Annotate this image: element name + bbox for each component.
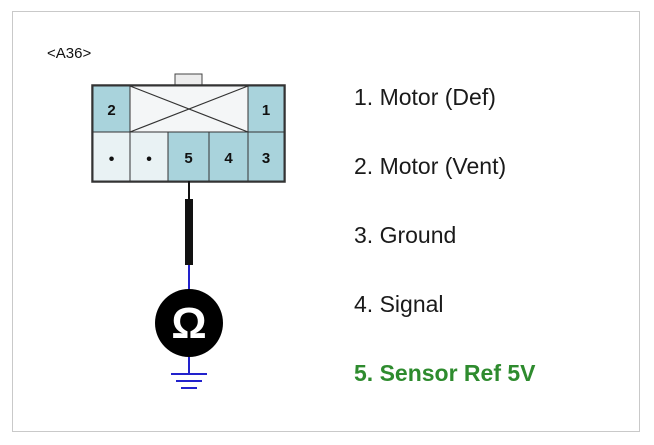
ground-icon — [171, 373, 207, 389]
pin-5-cavity — [167, 131, 210, 182]
diagram-frame — [12, 11, 640, 432]
ohmmeter-icon — [155, 289, 223, 357]
connector-latch — [174, 73, 203, 86]
pin-legend: 1. Motor (Def) 2. Motor (Vent) 3. Ground… — [354, 84, 536, 429]
pin-5-label: 5 — [184, 150, 192, 167]
pin-1-label: 1 — [262, 102, 270, 119]
pin-3-label: 3 — [262, 150, 270, 167]
legend-item-pin-1: 1. Motor (Def) — [354, 84, 496, 110]
legend-item-pin-5: 5. Sensor Ref 5V — [354, 360, 536, 386]
probe-lead — [185, 199, 193, 265]
pin-1-cavity — [247, 85, 285, 133]
pin-3-cavity — [247, 131, 285, 182]
pin-4-label: 4 — [224, 150, 233, 167]
legend-item-pin-3: 3. Ground — [354, 222, 457, 248]
blocked-cavity-cross-b — [129, 85, 249, 133]
legend-item-pin-2: 2. Motor (Vent) — [354, 153, 507, 179]
ohm-symbol: Ω — [171, 299, 206, 348]
pin-4-cavity — [208, 131, 249, 182]
empty-cavity-a-mark: • — [109, 151, 115, 168]
pin-2-label: 2 — [107, 102, 115, 119]
empty-cavity-b-mark: • — [146, 151, 152, 168]
legend-item-pin-4: 4. Signal — [354, 291, 444, 317]
connector-id-label: <A36> — [47, 45, 92, 62]
empty-cavity-b — [129, 131, 169, 182]
